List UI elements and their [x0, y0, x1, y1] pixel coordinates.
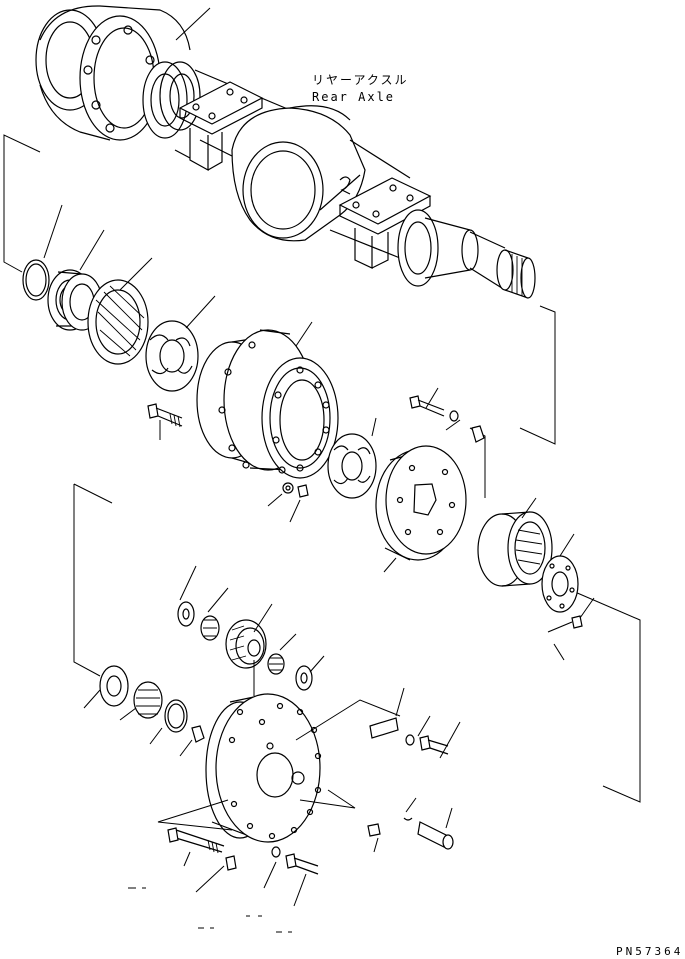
rear-axle-housing [35, 5, 536, 299]
carrier-plate [375, 445, 467, 561]
part-code: PN57364 [616, 945, 683, 958]
wheel-hub [196, 329, 339, 479]
gear-hub-plate [541, 555, 583, 633]
cover-side-parts [367, 717, 454, 850]
lower-left-gears [99, 665, 205, 743]
title-en: Rear Axle [312, 90, 395, 104]
title-jp: リヤーアクスル [312, 73, 409, 87]
bearing-cone-lower [327, 433, 377, 499]
bracket-lines [3, 134, 641, 803]
planetary-gears [177, 601, 313, 691]
hub-bolt [147, 403, 183, 428]
final-drive-cover [157, 693, 401, 843]
ring-gear [477, 511, 553, 587]
bearing-set-upper [22, 259, 199, 392]
faint-label-marks [128, 887, 292, 933]
bottom-fasteners [167, 827, 319, 875]
upper-right-fasteners [409, 395, 485, 443]
callout-leaders [43, 7, 595, 907]
hub-washer-nut [282, 482, 309, 498]
